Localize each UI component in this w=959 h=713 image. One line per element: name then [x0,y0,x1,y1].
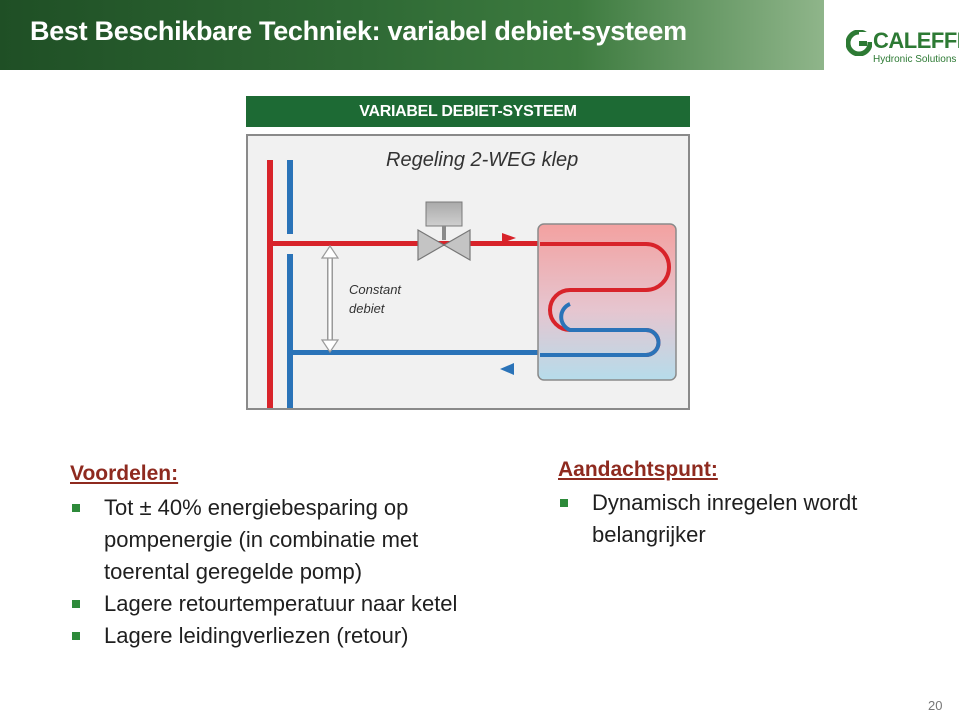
two-way-valve-icon [417,228,446,262]
flow-label: debiet [349,301,386,316]
header-bar: Best Beschikbare Techniek: variabel debi… [0,0,824,70]
caleffi-logo-icon [846,30,872,56]
list-item: Tot ± 40% energiebesparing op pompenergi… [70,492,490,588]
return-flow-arrow [500,363,514,375]
constant-label: Constant [349,282,402,297]
flow-diagram: Regeling 2-WEG klep Constant debiet [246,134,690,410]
square-bullet-icon [72,504,80,512]
supply-pipe [273,241,540,246]
supply-riser [267,160,273,408]
return-pipe [293,350,540,355]
list-item: Dynamisch inregelen wordt belangrijker [558,487,918,551]
advantages-list: Tot ± 40% energiebesparing op pompenergi… [70,492,490,652]
diagram-banner: VARIABEL DEBIET-SYSTEEM [246,96,690,127]
list-item: Lagere retourtemperatuur naar ketel [70,588,490,620]
logo-subtitle: Hydronic Solutions [873,54,957,65]
valve-stem [442,226,446,240]
square-bullet-icon [72,632,80,640]
advantages-title: Voordelen: [70,462,179,485]
page-number: 20 [928,698,943,713]
page-title: Best Beschikbare Techniek: variabel debi… [30,16,687,46]
square-bullet-icon [560,499,568,507]
return-riser [287,160,293,408]
diagram-subtitle: Regeling 2-WEG klep [386,149,578,171]
supply-flow-arrow [502,233,516,243]
attention-list: Dynamisch inregelen wordt belangrijker [558,487,918,551]
caleffi-logo: CALEFFI Hydronic Solutions [846,28,959,70]
heat-exchanger [537,223,677,381]
square-bullet-icon [72,600,80,608]
attention-title: Aandachtspunt: [558,458,718,481]
logo-name: CALEFFI [873,28,959,53]
valve-actuator [425,201,463,227]
list-item: Lagere leidingverliezen (retour) [70,620,490,652]
